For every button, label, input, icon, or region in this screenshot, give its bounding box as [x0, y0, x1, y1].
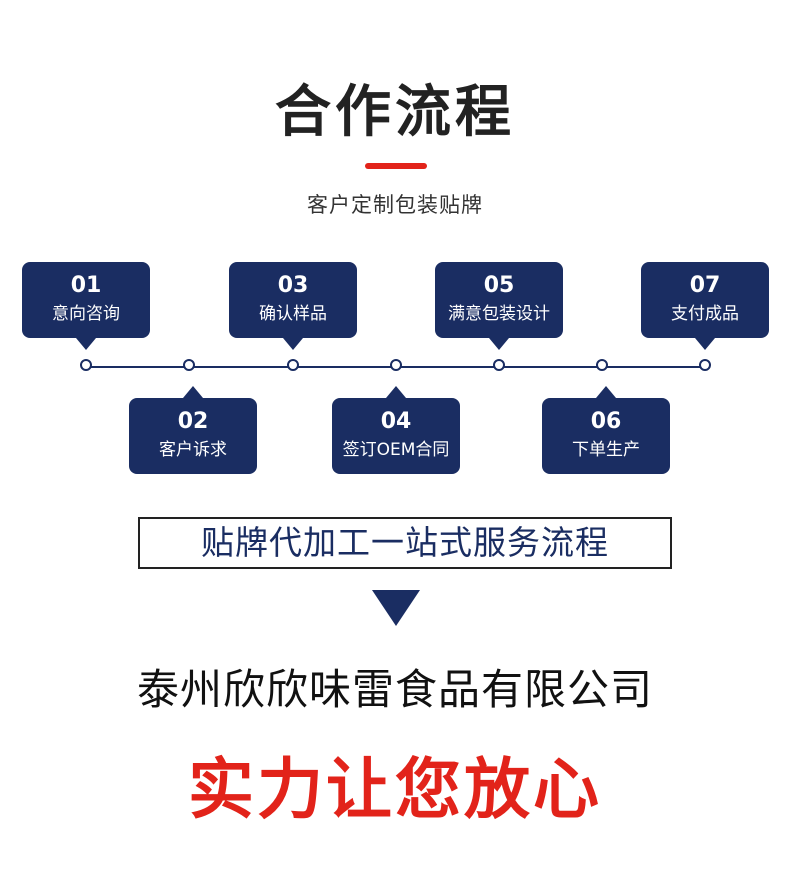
step-box-06: 06 下单生产: [542, 386, 670, 474]
step-box-04: 04 签订OEM合同: [332, 386, 460, 474]
step-box-02: 02 客户诉求: [129, 386, 257, 474]
step-number: 04: [380, 409, 412, 434]
timeline-dot-1: [80, 359, 92, 371]
step-label: 意向咨询: [52, 304, 120, 324]
slogan: 实力让您放心: [188, 751, 602, 828]
step-label: 签订OEM合同: [342, 440, 450, 460]
step-label: 确认样品: [259, 304, 327, 324]
timeline-dot-4: [390, 359, 402, 371]
down-arrow-icon: [372, 590, 420, 626]
timeline-dot-6: [596, 359, 608, 371]
step-box-01: 01 意向咨询: [22, 262, 150, 350]
service-banner: 贴牌代加工一站式服务流程: [138, 517, 672, 569]
timeline-dot-7: [699, 359, 711, 371]
step-number: 06: [590, 409, 622, 434]
step-label: 下单生产: [572, 440, 640, 460]
company-name: 泰州欣欣味雷食品有限公司: [136, 665, 653, 714]
timeline-dot-3: [287, 359, 299, 371]
step-box-03: 03 确认样品: [229, 262, 357, 350]
title-underline: [365, 163, 427, 169]
step-box-07: 07 支付成品: [641, 262, 769, 350]
page-title: 合作流程: [275, 80, 515, 145]
step-box-05: 05 满意包装设计: [435, 262, 563, 350]
step-label: 满意包装设计: [448, 304, 550, 324]
step-number: 02: [177, 409, 209, 434]
timeline-dot-5: [493, 359, 505, 371]
step-number: 03: [277, 273, 309, 298]
step-label: 支付成品: [671, 304, 739, 324]
step-number: 07: [689, 273, 721, 298]
step-label: 客户诉求: [159, 440, 227, 460]
timeline-dot-2: [183, 359, 195, 371]
page-subtitle: 客户定制包装贴牌: [307, 193, 483, 217]
step-number: 01: [70, 273, 102, 298]
step-number: 05: [483, 273, 515, 298]
